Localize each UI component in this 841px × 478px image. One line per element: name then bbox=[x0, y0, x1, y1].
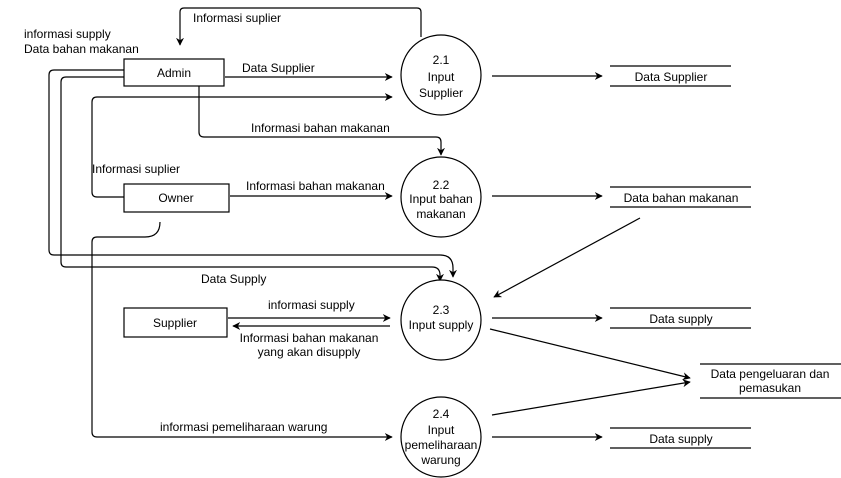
process-2-3-name: Input supply bbox=[409, 318, 474, 332]
flow-pemeliharaan-to-pengeluaran[interactable] bbox=[491, 379, 691, 416]
label-informasi-bahan-disupply-line1: Informasi bahan makanan bbox=[240, 331, 379, 345]
store-data-supply-2[interactable]: Data supply bbox=[610, 427, 751, 449]
flow-informasi-suplier-owner[interactable] bbox=[91, 93, 393, 198]
process-2-2-name-line1: Input bahan bbox=[409, 192, 472, 206]
label-informasi-bahan-owner: Informasi bahan makanan bbox=[246, 179, 385, 193]
label-informasi-supply: informasi supply bbox=[268, 298, 355, 312]
entity-supplier[interactable]: Supplier bbox=[123, 307, 228, 338]
entity-admin-label: Admin bbox=[157, 66, 191, 80]
process-2-1-name-line1: Input bbox=[428, 70, 455, 84]
store-data-supplier[interactable]: Data Supplier bbox=[610, 65, 731, 87]
entity-owner-label: Owner bbox=[158, 191, 193, 205]
process-2-1-number: 2.1 bbox=[433, 53, 450, 67]
store-data-bahan-makanan-label: Data bahan makanan bbox=[624, 191, 739, 205]
label-informasi-bahan-admin: Informasi bahan makanan bbox=[251, 121, 390, 135]
label-informasi-bahan-disupply-line2: yang akan disupply bbox=[258, 345, 361, 359]
entity-supplier-label: Supplier bbox=[153, 316, 197, 330]
entity-owner[interactable]: Owner bbox=[123, 183, 230, 213]
process-2-1-name-line2: Supplier bbox=[419, 86, 463, 100]
flow-informasi-bahan-admin[interactable] bbox=[198, 86, 445, 156]
flow-bahan-store-to-supply[interactable] bbox=[493, 217, 641, 298]
label-informasi-suplier-owner: Informasi suplier bbox=[92, 162, 180, 176]
process-2-4-number: 2.4 bbox=[433, 407, 450, 421]
store-pengeluaran-label-line1: Data pengeluaran dan bbox=[711, 367, 830, 381]
flow-admin-to-supply-outer[interactable] bbox=[48, 69, 457, 278]
process-2-1[interactable]: 2.1 Input Supplier bbox=[400, 34, 482, 116]
store-data-pengeluaran-pemasukan[interactable]: Data pengeluaran dan pemasukan bbox=[700, 363, 841, 399]
label-informasi-supply-left: informasi supply bbox=[24, 27, 111, 41]
store-data-supply-2-label: Data supply bbox=[649, 432, 712, 446]
process-2-4-name-line1: Input bbox=[428, 423, 455, 437]
process-2-4-name-line2: pemeliharaan bbox=[405, 438, 478, 452]
store-data-bahan-makanan[interactable]: Data bahan makanan bbox=[610, 186, 751, 208]
label-informasi-suplier-top: Informasi suplier bbox=[193, 11, 281, 25]
flow-informasi-pemeliharaan[interactable] bbox=[91, 221, 393, 441]
process-2-3[interactable]: 2.3 Input supply bbox=[400, 279, 482, 361]
flow-data-supply[interactable] bbox=[60, 76, 444, 282]
store-data-supply-label: Data supply bbox=[649, 312, 712, 326]
store-pengeluaran-label-line2: pemasukan bbox=[739, 381, 801, 395]
process-2-4-name-line3: warung bbox=[420, 453, 460, 467]
flow-lines bbox=[48, 7, 691, 441]
process-2-3-number: 2.3 bbox=[433, 303, 450, 317]
label-data-supply: Data Supply bbox=[201, 272, 266, 286]
store-data-supply[interactable]: Data supply bbox=[610, 307, 751, 329]
flow-supply-to-pengeluaran[interactable] bbox=[489, 328, 691, 381]
flow-labels: Informasi suplier informasi supply Data … bbox=[24, 11, 390, 434]
label-data-bahan-makanan-left: Data bahan makanan bbox=[24, 42, 139, 56]
store-data-supplier-label: Data Supplier bbox=[635, 70, 708, 84]
process-2-2-number: 2.2 bbox=[433, 178, 450, 192]
label-informasi-pemeliharaan: informasi pemeliharaan warung bbox=[160, 420, 327, 434]
label-data-supplier: Data Supplier bbox=[242, 61, 315, 75]
entity-admin[interactable]: Admin bbox=[123, 58, 225, 87]
process-2-2[interactable]: 2.2 Input bahan makanan bbox=[400, 156, 482, 238]
process-2-4[interactable]: 2.4 Input pemeliharaan warung bbox=[400, 396, 482, 478]
flow-informasi-suplier-to-admin[interactable] bbox=[176, 7, 422, 46]
process-2-2-name-line2: makanan bbox=[416, 207, 465, 221]
